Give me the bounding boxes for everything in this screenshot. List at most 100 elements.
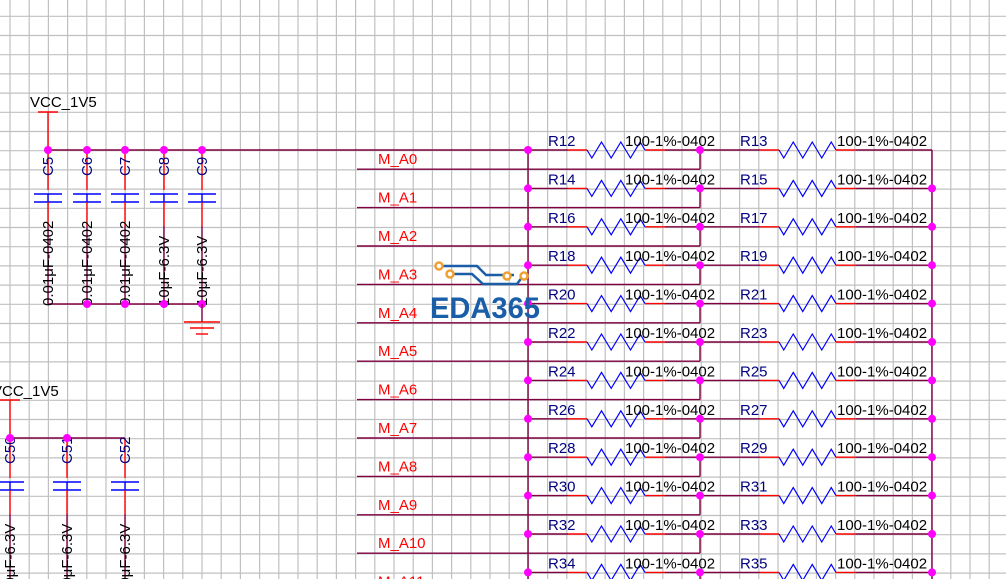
resistor-ref: R17 bbox=[740, 210, 768, 227]
resistor-symbol bbox=[778, 486, 837, 505]
resistor-symbol bbox=[586, 140, 646, 160]
resistor-ref: R25 bbox=[740, 363, 768, 380]
junction-dot bbox=[83, 300, 91, 308]
junction-dot bbox=[928, 299, 936, 308]
resistor-ref: R32 bbox=[548, 517, 576, 534]
resistor-value: 100-1%-0402 bbox=[625, 479, 715, 496]
cap-ref: C8 bbox=[156, 157, 173, 176]
junction-dot bbox=[524, 491, 532, 500]
net-label: M_A5 bbox=[378, 343, 417, 360]
logo-pad bbox=[445, 269, 455, 279]
junction-dot bbox=[524, 184, 532, 193]
resistor-symbol bbox=[586, 409, 646, 428]
resistor-value: 100-1%-0402 bbox=[625, 555, 715, 572]
junction-dot bbox=[928, 414, 936, 423]
logo-pad bbox=[502, 271, 512, 281]
power-label: VCC_1V5 bbox=[0, 383, 59, 400]
net-label: M_A6 bbox=[378, 382, 417, 399]
resistor-value: 100-1%-0402 bbox=[625, 287, 715, 304]
resistor-ref: R21 bbox=[740, 287, 768, 304]
resistor-symbol bbox=[586, 256, 646, 275]
junction-dot bbox=[198, 146, 206, 154]
net-label: M_A2 bbox=[378, 228, 417, 245]
resistor-symbol bbox=[586, 294, 646, 313]
resistor-ref: R27 bbox=[740, 402, 768, 419]
resistor-ref: R26 bbox=[548, 402, 576, 419]
resistor-ref: R23 bbox=[740, 325, 768, 342]
resistor-value: 100-1%-0402 bbox=[837, 287, 927, 304]
resistor-ref: R34 bbox=[548, 555, 576, 572]
junction-dot bbox=[696, 184, 704, 193]
junction-dot bbox=[696, 261, 704, 270]
resistor-value: 100-1%-0402 bbox=[625, 248, 715, 265]
cap-ref: C5 bbox=[40, 157, 57, 176]
cap-ref: C9 bbox=[194, 157, 211, 176]
resistor-value: 100-1%-0402 bbox=[625, 133, 715, 150]
junction-dot bbox=[6, 434, 14, 442]
resistor-value: 100-1%-0402 bbox=[837, 363, 927, 380]
junction-dot bbox=[696, 222, 704, 231]
junction-dot bbox=[44, 146, 52, 154]
resistor-symbol bbox=[586, 217, 646, 236]
resistor-symbol bbox=[778, 524, 837, 544]
junction-dot bbox=[928, 184, 936, 193]
junction-dot bbox=[524, 338, 532, 346]
resistor-symbol bbox=[778, 179, 837, 198]
net-label: M_A7 bbox=[378, 420, 417, 437]
resistor-ref: R18 bbox=[548, 248, 576, 265]
junction-dot bbox=[121, 146, 129, 154]
resistor-symbol bbox=[778, 332, 837, 352]
junction-dot bbox=[524, 222, 532, 231]
resistor-value: 100-1%-0402 bbox=[837, 555, 927, 572]
junction-dot bbox=[524, 299, 532, 308]
resistor-value: 100-1%-0402 bbox=[837, 171, 927, 188]
resistor-ref: R29 bbox=[740, 440, 768, 457]
resistor-value: 100-1%-0402 bbox=[837, 479, 927, 496]
junction-dot bbox=[83, 146, 91, 154]
cap-ref: C51 bbox=[59, 436, 76, 464]
junction-dot bbox=[696, 530, 704, 538]
junction-dot bbox=[696, 414, 704, 423]
cap-ref: C50 bbox=[2, 436, 19, 464]
resistor-value: 100-1%-0402 bbox=[837, 440, 927, 457]
resistor-value: 100-1%-0402 bbox=[837, 402, 927, 419]
junction-dot bbox=[524, 568, 532, 577]
resistor-ref: R20 bbox=[548, 287, 576, 304]
cap-value: 10μF-6.3V bbox=[194, 236, 211, 306]
resistor-value: 100-1%-0402 bbox=[625, 210, 715, 227]
resistor-symbol bbox=[586, 332, 646, 352]
junction-dot bbox=[928, 491, 936, 500]
junction-dot bbox=[524, 453, 532, 462]
cap-value: 10μF-6.3V bbox=[2, 524, 19, 579]
cap-value: 0.01μF-0402 bbox=[79, 221, 96, 306]
net-label: M_A9 bbox=[378, 497, 417, 514]
resistor-ref: R19 bbox=[740, 248, 768, 265]
resistor-ref: R35 bbox=[740, 555, 768, 572]
resistor-ref: R12 bbox=[548, 133, 576, 150]
resistor-symbol bbox=[586, 524, 646, 544]
junction-dot bbox=[524, 414, 532, 423]
resistor-value: 100-1%-0402 bbox=[837, 517, 927, 534]
junction-dot bbox=[696, 453, 704, 462]
junction-dot bbox=[696, 568, 704, 577]
power-label: VCC_1V5 bbox=[30, 94, 97, 111]
resistor-symbol bbox=[778, 256, 837, 275]
junction-dot bbox=[696, 376, 704, 385]
junction-dot bbox=[928, 338, 936, 346]
net-label: M_A1 bbox=[378, 190, 417, 207]
resistor-symbol bbox=[778, 371, 837, 390]
cap-value: 0.01μF-0402 bbox=[40, 221, 57, 306]
resistor-ref: R22 bbox=[548, 325, 576, 342]
cap-ref: C6 bbox=[79, 157, 96, 176]
resistor-symbol bbox=[778, 217, 837, 236]
resistor-value: 100-1%-0402 bbox=[837, 210, 927, 227]
logo-pad bbox=[434, 261, 444, 271]
resistor-symbol bbox=[586, 179, 646, 198]
cap-ref: C7 bbox=[117, 157, 134, 176]
resistor-ref: R31 bbox=[740, 479, 768, 496]
junction-dot bbox=[524, 261, 532, 270]
logo-trace bbox=[440, 264, 514, 277]
net-label: M_A10 bbox=[378, 535, 426, 552]
